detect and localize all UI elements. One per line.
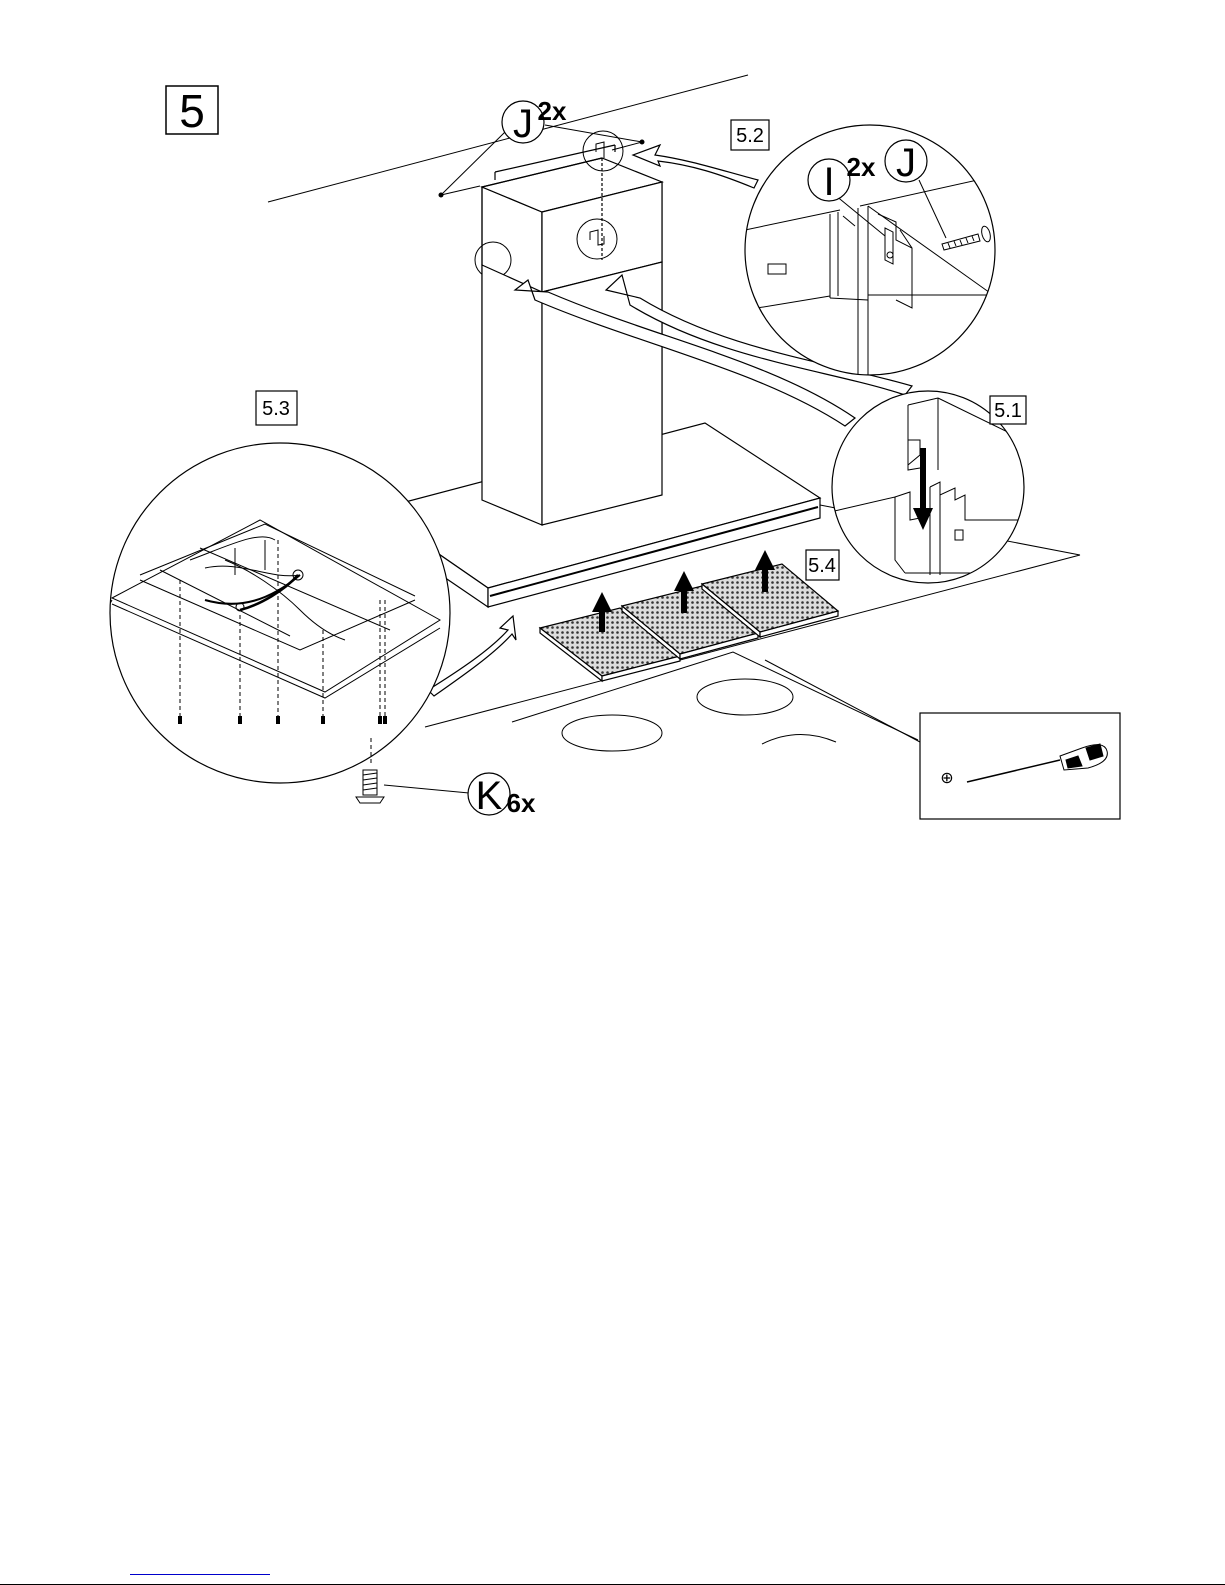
callout-k: K 6x [468,773,536,818]
part-k-qty: 6x [507,788,536,818]
part-j-detail-letter: J [896,141,916,185]
substep-5-1-label: 5.1 [994,400,1022,422]
substep-5-4-box: 5.4 [806,550,839,580]
part-j-qty: 2x [538,96,567,126]
tool-box: ⊕ [920,713,1120,819]
detail-5-3 [90,443,450,783]
step-number-box: 5 [166,85,218,137]
substep-5-3-label: 5.3 [262,398,290,420]
part-k-letter: K [476,774,503,818]
footer-link-underline [130,1574,270,1575]
substep-5-1-box: 5.1 [990,396,1026,424]
step-number: 5 [179,85,205,137]
substep-5-2-label: 5.2 [736,125,764,147]
substep-5-3-box: 5.3 [256,391,297,425]
screw-k [356,770,469,803]
tool-tip-symbol: ⊕ [940,768,953,787]
substep-5-4-label: 5.4 [808,555,836,577]
part-i-qty: 2x [847,152,876,182]
part-j-letter: J [513,102,533,146]
substep-5-2-box: 5.2 [731,120,769,150]
part-i-letter: I [823,160,834,204]
